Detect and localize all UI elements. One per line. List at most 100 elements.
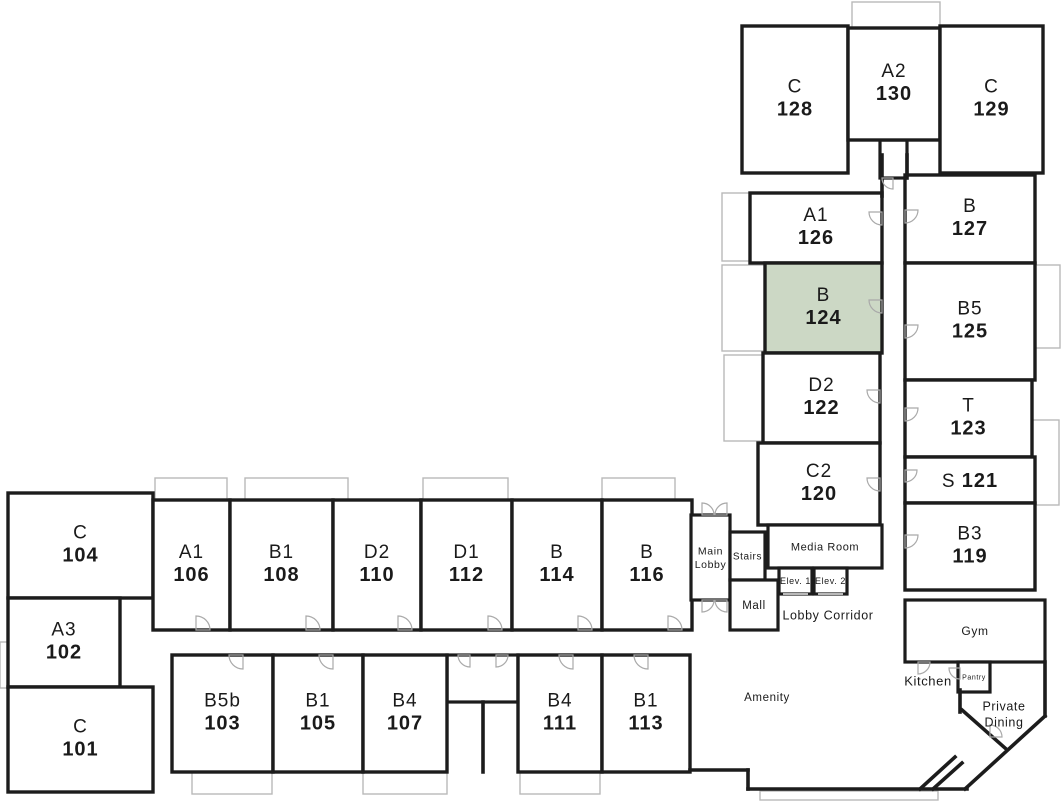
- door-swing-icon: [868, 299, 883, 314]
- wall-segment: [962, 713, 1048, 792]
- door-swing-icon: [904, 324, 919, 339]
- door-swing-icon: [667, 615, 683, 631]
- door-swing-icon: [558, 654, 574, 670]
- area-mall: [728, 578, 780, 632]
- door-swing-icon: [228, 654, 244, 670]
- door-swing-icon: [397, 615, 413, 631]
- door-swing-icon: [577, 615, 593, 631]
- unit-b-127[interactable]: [903, 173, 1037, 265]
- patio-outline: [519, 771, 601, 795]
- area-pantry: [956, 660, 992, 694]
- wall-segments: [481, 153, 1048, 792]
- area-label-amenity: Amenity: [744, 692, 790, 704]
- door-swing-icon: [487, 615, 503, 631]
- door-swings: [195, 177, 1003, 738]
- unit-b1-113[interactable]: [600, 653, 692, 774]
- patio-outline: [723, 354, 765, 442]
- door-swing-icon: [701, 599, 715, 613]
- door-swing-icon: [917, 661, 931, 675]
- area-label-pantry: Pantry: [962, 674, 986, 681]
- door-swing-icon: [881, 177, 894, 190]
- unit-b-114[interactable]: [510, 498, 604, 632]
- unit-b-124[interactable]: [763, 261, 884, 355]
- area-label-kitchen: Kitchen: [904, 674, 952, 689]
- unit-b4-107[interactable]: [361, 653, 449, 774]
- unit-b5b-103[interactable]: [170, 653, 275, 774]
- unit-a3-102[interactable]: [6, 596, 122, 689]
- unit-b3-119[interactable]: [903, 501, 1037, 592]
- unit-a1-106[interactable]: [151, 498, 232, 632]
- area-label-gym: Gym: [961, 624, 988, 638]
- unit-b-116[interactable]: [600, 498, 694, 632]
- wall-segment: [917, 754, 958, 792]
- corridor-shaft: [445, 653, 520, 704]
- patio-outline: [721, 264, 767, 352]
- area-main-lobby: [689, 513, 732, 602]
- door-swing-icon: [195, 615, 211, 631]
- unit-b5-125[interactable]: [903, 261, 1037, 382]
- area-label-elev-1: Elev. 1: [780, 576, 811, 586]
- area-label-lobby-corridor: Lobby Corridor: [782, 608, 873, 622]
- door-swing-icon: [714, 599, 728, 613]
- unit-d1-112[interactable]: [419, 498, 514, 632]
- wall-segment: [959, 707, 1008, 751]
- area-label-mall: Mall: [742, 600, 766, 612]
- unit-b1-108[interactable]: [228, 498, 335, 632]
- unit-a1-126[interactable]: [748, 191, 884, 265]
- unit-t-123[interactable]: [903, 378, 1034, 459]
- door-swing-icon: [866, 389, 881, 404]
- area-label-media-room: Media Room: [791, 541, 859, 553]
- rooms: [6, 24, 1047, 794]
- area-label-stairs: Stairs: [733, 552, 762, 563]
- door-swing-icon: [948, 667, 961, 680]
- door-swing-icon: [989, 724, 1003, 738]
- door-swing-icon: [318, 654, 334, 670]
- patio-outline: [851, 1, 941, 29]
- door-swing-icon: [904, 209, 919, 224]
- door-swing-icon: [904, 407, 919, 422]
- door-swing-icon: [305, 615, 321, 631]
- unit-c-104[interactable]: [6, 491, 155, 600]
- area-label-elev-2: Elev. 2: [815, 576, 846, 586]
- unit-c2-120[interactable]: [756, 441, 882, 527]
- unit-c-129[interactable]: [938, 24, 1045, 175]
- wall-segment: [930, 760, 965, 792]
- door-swing-icon: [714, 502, 728, 516]
- door-swing-icon: [633, 654, 649, 670]
- unit-label-s-121: S 121: [942, 470, 998, 492]
- unit-d2-110[interactable]: [331, 498, 423, 632]
- unit-c-101[interactable]: [6, 685, 155, 794]
- unit-a2-130[interactable]: [846, 26, 942, 142]
- unit-b4-111[interactable]: [516, 653, 604, 774]
- patio-outline: [1033, 264, 1061, 349]
- door-swing-icon: [701, 502, 715, 516]
- corridor-shaft: [878, 138, 909, 180]
- door-swing-icon: [457, 654, 471, 668]
- patio-outline: [191, 771, 273, 795]
